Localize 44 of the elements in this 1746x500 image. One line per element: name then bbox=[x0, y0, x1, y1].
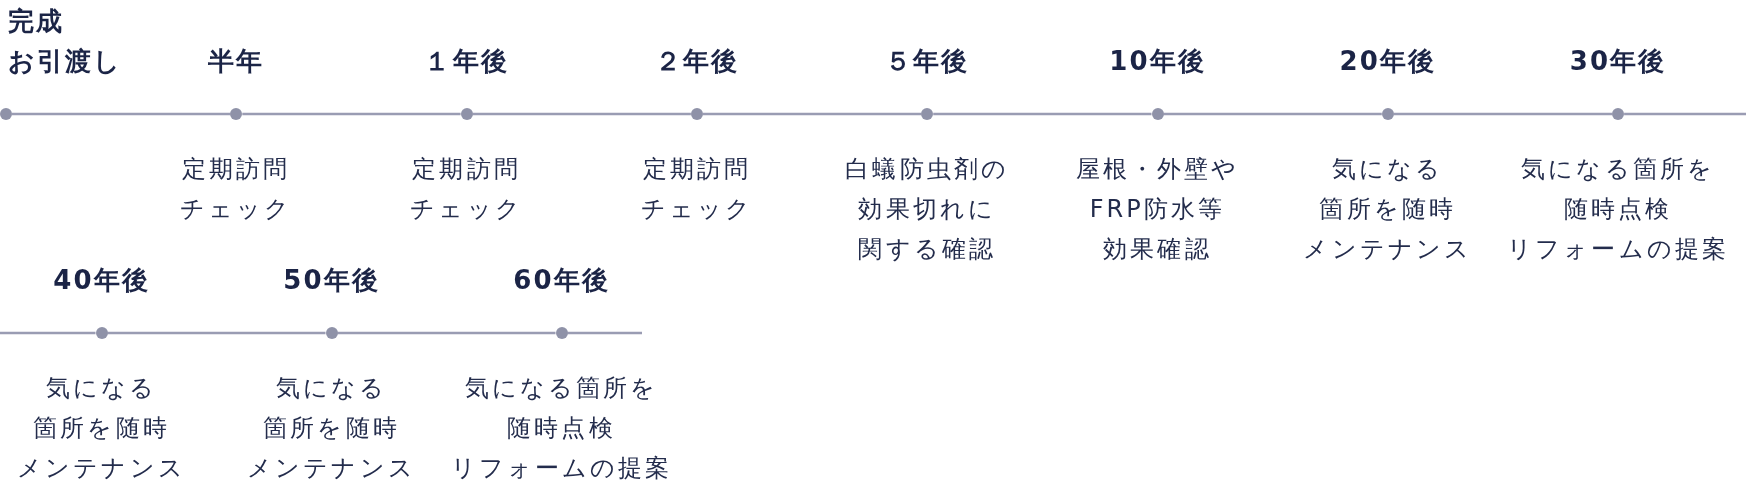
milestone-label: 10年後 bbox=[1109, 45, 1206, 78]
milestone-label: 40年後 bbox=[53, 264, 150, 297]
timeline-line bbox=[12, 112, 231, 116]
milestone-description: 気になる箇所を随時メンテナンス bbox=[1303, 154, 1473, 265]
timeline-line bbox=[472, 112, 691, 116]
milestone-description: 屋根・外壁やFRP防水等効果確認 bbox=[1075, 154, 1240, 265]
timeline-line bbox=[337, 331, 556, 335]
timeline-line bbox=[107, 331, 326, 335]
timeline-dot bbox=[1612, 108, 1625, 120]
milestone-description: 白蟻防虫剤の効果切れに関する確認 bbox=[845, 154, 1010, 265]
milestone-label: 20年後 bbox=[1339, 45, 1437, 78]
timeline-line bbox=[1163, 112, 1382, 116]
milestone-description: 気になる箇所を随時メンテナンス bbox=[17, 373, 186, 484]
timeline-dot bbox=[0, 108, 12, 120]
milestone-description: 定期訪問チェック bbox=[180, 154, 293, 225]
milestone-description: 定期訪問チェック bbox=[410, 154, 523, 225]
timeline-dot bbox=[230, 108, 243, 120]
timeline-dot bbox=[690, 108, 703, 120]
timeline-line bbox=[702, 112, 922, 116]
timeline-dot bbox=[921, 108, 934, 120]
milestone-label: 30年後 bbox=[1569, 45, 1667, 78]
milestone-label: １年後 bbox=[424, 45, 509, 78]
timeline-dot bbox=[95, 327, 108, 339]
timeline-dot bbox=[460, 108, 473, 120]
timeline-line bbox=[1393, 112, 1613, 116]
timeline-dot bbox=[325, 327, 338, 339]
milestone-description: 気になる箇所を随時点検リフォームの提案 bbox=[450, 373, 673, 484]
milestone-label: 半年 bbox=[208, 45, 265, 78]
milestone-label: 50年後 bbox=[283, 264, 380, 297]
timeline-line bbox=[242, 112, 461, 116]
timeline-line bbox=[1624, 112, 1746, 116]
timeline-dot bbox=[1151, 108, 1164, 120]
timeline-dot bbox=[1381, 108, 1394, 120]
timeline-line bbox=[933, 112, 1152, 116]
timeline-dot bbox=[555, 327, 568, 339]
milestone-label: 完成お引渡し bbox=[8, 5, 123, 78]
milestone-description: 定期訪問チェック bbox=[640, 154, 754, 225]
milestone-label: ２年後 bbox=[654, 45, 739, 78]
milestone-label: ５年後 bbox=[885, 45, 970, 78]
timeline-line bbox=[0, 331, 96, 335]
milestone-description: 気になる箇所を随時点検リフォームの提案 bbox=[1507, 154, 1730, 265]
timeline-line bbox=[567, 331, 642, 335]
milestone-label: 60年後 bbox=[513, 264, 610, 297]
milestone-description: 気になる箇所を随時メンテナンス bbox=[247, 373, 416, 484]
